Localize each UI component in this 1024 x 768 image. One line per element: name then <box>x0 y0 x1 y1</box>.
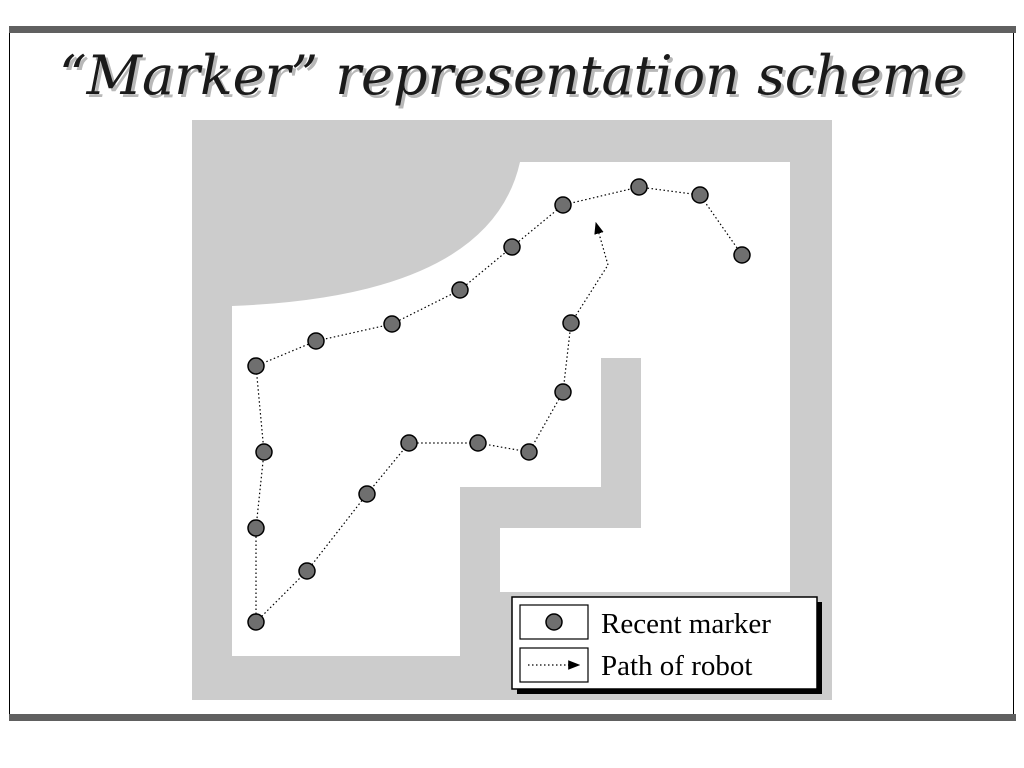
marker-icon <box>545 613 563 631</box>
marker <box>630 178 648 196</box>
title-container: “Marker” representation scheme <box>0 40 1024 112</box>
marker <box>383 315 401 333</box>
marker <box>247 519 265 537</box>
marker <box>554 196 572 214</box>
marker <box>554 383 572 401</box>
marker <box>400 434 418 452</box>
top-rule <box>9 26 1016 33</box>
marker <box>503 238 521 256</box>
marker <box>255 443 273 461</box>
marker <box>298 562 316 580</box>
legend-swatch-box-path <box>519 647 589 683</box>
legend-path-label: Path of robot <box>601 650 752 682</box>
marker <box>520 443 538 461</box>
marker <box>247 357 265 375</box>
bottom-rule <box>9 714 1016 721</box>
marker <box>733 246 751 264</box>
marker <box>562 314 580 332</box>
marker <box>691 186 709 204</box>
legend-marker-label: Recent marker <box>601 608 771 640</box>
marker <box>247 613 265 631</box>
marker <box>451 281 469 299</box>
slide-title: “Marker” representation scheme <box>59 44 965 107</box>
slide-frame <box>9 33 1014 714</box>
marker <box>358 485 376 503</box>
free-space <box>232 162 790 656</box>
marker <box>469 434 487 452</box>
robot-path-arrow <box>594 221 609 266</box>
marker-group <box>247 178 751 631</box>
legend: Recent marker Path of robot <box>511 596 822 694</box>
marker <box>307 332 325 350</box>
